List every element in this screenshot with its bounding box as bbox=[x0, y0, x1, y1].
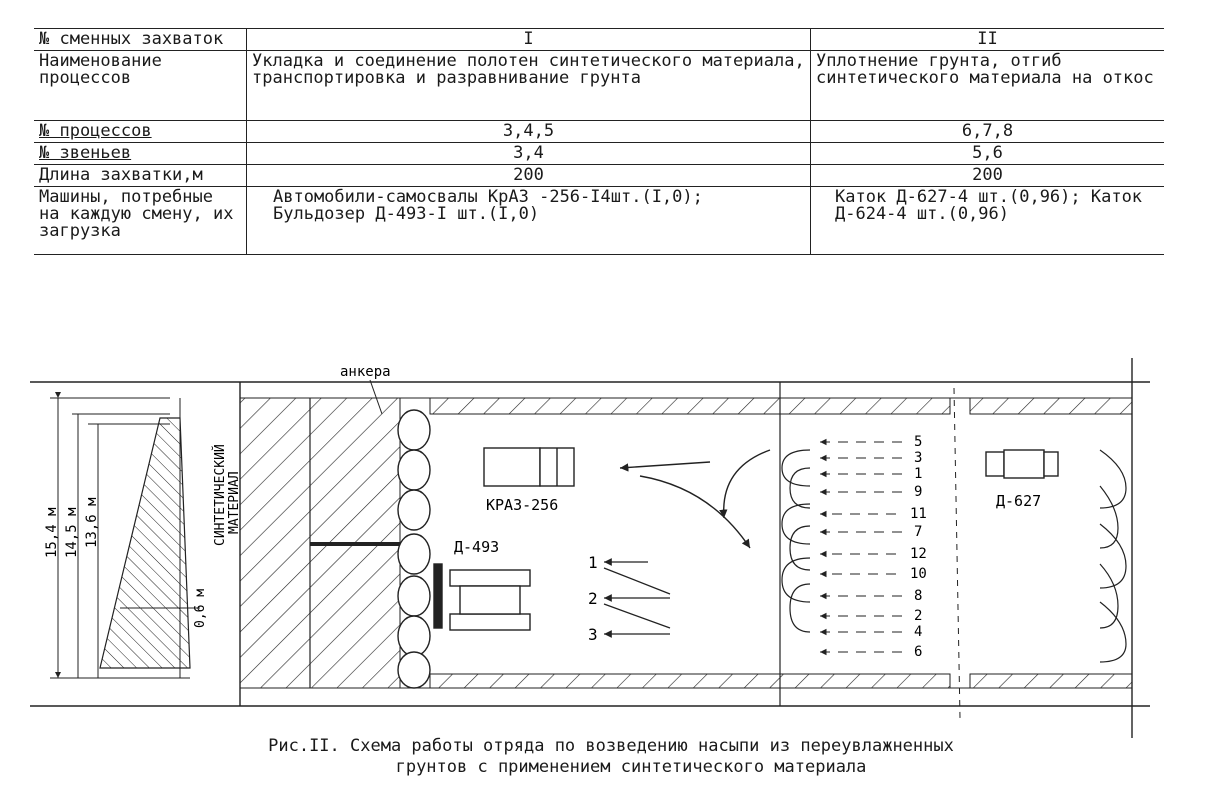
table-row: № звеньев 3,4 5,6 bbox=[34, 142, 1164, 165]
roller-pass: 4 bbox=[914, 624, 922, 640]
dim-label-3: 13,6 м bbox=[84, 497, 100, 548]
row-col1: 3,4,5 bbox=[246, 120, 811, 143]
roller-pass: 12 bbox=[910, 546, 927, 562]
table-header-row: № сменных захваток I II bbox=[34, 28, 1164, 51]
edge-band-top bbox=[429, 397, 951, 415]
truck-manoeuvre-arrows bbox=[619, 449, 771, 549]
dump-truck bbox=[483, 447, 575, 487]
dim-label-1: 15,4 м bbox=[44, 507, 60, 558]
row-col2: Уплотнение грунта, отгиб синтетического … bbox=[810, 50, 1164, 121]
truck-label: КРАЗ-256 bbox=[486, 496, 558, 514]
row-label: Наименование процессов bbox=[34, 50, 247, 121]
roller-pass: 5 bbox=[914, 434, 922, 450]
section-break bbox=[953, 387, 961, 719]
roller-pass: 2 bbox=[914, 608, 922, 624]
row-col2: 5,6 bbox=[810, 142, 1164, 165]
row-label: Машины, потребные на каждую смену, их за… bbox=[34, 186, 247, 255]
roller-machine bbox=[985, 449, 1059, 479]
dozer-label: Д-493 bbox=[454, 538, 499, 556]
dim-label-2: 14,5 м bbox=[64, 507, 80, 558]
row-col1: 3,4 bbox=[246, 142, 811, 165]
dozer-pass-1: 1 bbox=[588, 553, 598, 572]
row-label: № процессов bbox=[34, 120, 247, 143]
table-row: № процессов 3,4,5 6,7,8 bbox=[34, 120, 1164, 143]
material-label-2: МАТЕРИАЛ bbox=[227, 471, 242, 534]
dozer-pass-2: 2 bbox=[588, 589, 598, 608]
dozer-pass-3: 3 bbox=[588, 625, 598, 644]
roller-pass: 3 bbox=[914, 450, 922, 466]
roller-pass-arrows bbox=[820, 438, 902, 656]
embankment-cross-section bbox=[50, 392, 200, 679]
caption-line-1: Рис.II. Схема работы отряда по возведени… bbox=[268, 736, 954, 756]
caption-line-2: грунтов с применением синтетического мат… bbox=[395, 757, 867, 777]
work-schedule-table: № сменных захваток I II Наименование про… bbox=[34, 28, 1164, 255]
row-col1: 200 bbox=[246, 164, 811, 187]
table-row: Наименование процессов Укладка и соедине… bbox=[34, 50, 1164, 121]
figure-caption: Рис.II. Схема работы отряда по возведени… bbox=[0, 736, 1222, 778]
page-number: 42 bbox=[0, 22, 2, 43]
filled-soil-zone bbox=[239, 397, 401, 689]
roller-pass: 7 bbox=[914, 524, 922, 540]
table-row: Длина захватки,м 200 200 bbox=[34, 164, 1164, 187]
ankers-pointer bbox=[369, 379, 383, 415]
roller-pass-numbers: 5 3 1 9 11 7 12 10 8 2 4 6 bbox=[910, 434, 927, 660]
row-col1: Укладка и соединение полотен синтетическ… bbox=[246, 50, 811, 121]
work-scheme-diagram: 15,4 м 14,5 м 13,6 м 0,6 м СИНТЕТИЧЕСКИЙ… bbox=[30, 358, 1150, 738]
roller-pass: 9 bbox=[914, 484, 922, 500]
row-col1: Автомобили-самосвалы КрАЗ -256-I4шт.(I,0… bbox=[246, 186, 811, 255]
roller-pass: 11 bbox=[910, 506, 927, 522]
edge-band-top-right bbox=[969, 397, 1133, 415]
ankers-label: анкера bbox=[340, 364, 391, 380]
row-col2: 200 bbox=[810, 164, 1164, 187]
row-col2: Каток Д-627-4 шт.(0,96); Каток Д-624-4 ш… bbox=[810, 186, 1164, 255]
table-header-col2: II bbox=[810, 28, 1164, 51]
edge-band-bottom-right bbox=[969, 673, 1133, 689]
edge-band-bottom bbox=[429, 673, 951, 689]
roller-pass: 1 bbox=[914, 466, 922, 482]
table-header-col1: I bbox=[246, 28, 811, 51]
table-header-label: № сменных захваток bbox=[34, 28, 247, 51]
material-rolls bbox=[397, 409, 431, 689]
roller-pass: 10 bbox=[910, 566, 927, 582]
roller-pass: 6 bbox=[914, 644, 922, 660]
roller-loop-track bbox=[781, 449, 1127, 663]
dim-label-4: 0,6 м bbox=[193, 589, 208, 628]
material-label-1: СИНТЕТИЧЕСКИЙ bbox=[212, 444, 228, 546]
row-col2: 6,7,8 bbox=[810, 120, 1164, 143]
bulldozer bbox=[433, 563, 531, 631]
row-label: № звеньев bbox=[34, 142, 247, 165]
roller-label: Д-627 bbox=[996, 492, 1041, 510]
roller-pass: 8 bbox=[914, 588, 922, 604]
table-row: Машины, потребные на каждую смену, их за… bbox=[34, 186, 1164, 255]
row-label: Длина захватки,м bbox=[34, 164, 247, 187]
dozer-pass-arrows bbox=[603, 558, 671, 638]
